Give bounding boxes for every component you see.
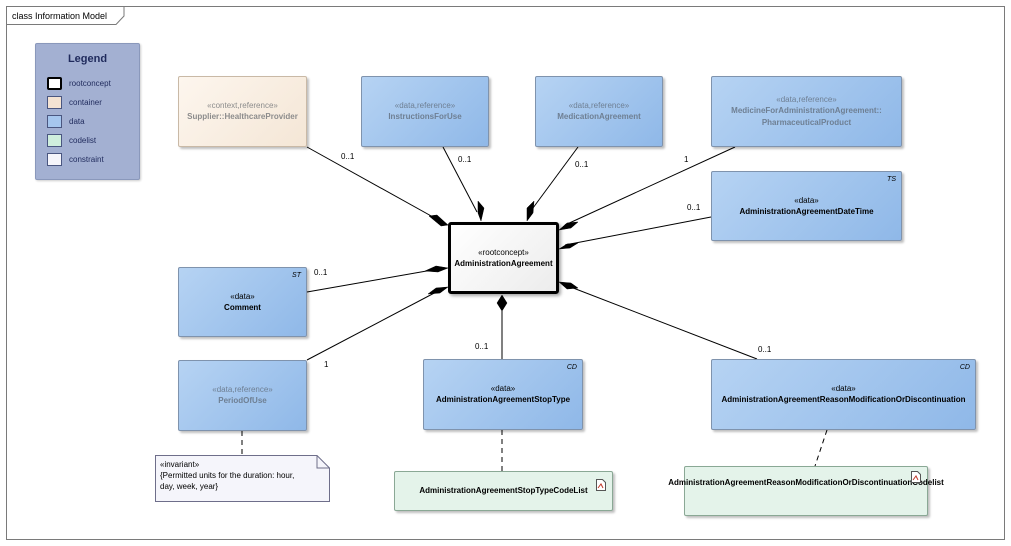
note-line: day, week, year}: [160, 482, 219, 491]
assoc-supplier: [306, 146, 443, 223]
legend-swatch-rootconcept: [47, 77, 62, 90]
class-name: AdministrationAgreementDateTime: [739, 206, 874, 216]
diamond-supplier: [428, 214, 449, 227]
class-name: AdministrationAgreementStopType: [435, 395, 571, 404]
class-stereotype: «data,reference»: [394, 101, 456, 110]
type-tag: TS: [887, 176, 896, 183]
class-name: Comment: [224, 302, 261, 312]
class-stereotype: «data,reference»: [212, 385, 273, 394]
note-shape: [155, 455, 330, 502]
assoc-reason: [567, 285, 758, 360]
class-name: Supplier::HealthcareProvider: [187, 112, 298, 121]
legend-swatch-container: [47, 96, 62, 109]
assoc-medication: [529, 146, 579, 213]
legend-swatch-constraint: [47, 153, 62, 166]
assoc-datetime: [564, 216, 712, 246]
note-line: {Permitted units for the duration: hour,: [160, 471, 295, 480]
multiplicity-reason: 0..1: [758, 345, 772, 354]
type-tag: CD: [566, 364, 577, 371]
class-administrationagreement-root[interactable]: «rootconcept» AdministrationAgreement: [448, 222, 559, 294]
class-medicationagreement[interactable]: «data,reference» MedicationAgreement: [535, 76, 663, 147]
assoc-instructions: [442, 146, 478, 213]
class-name: PeriodOfUse: [218, 396, 267, 405]
note-text: «invariant» {Permitted units for the dur…: [160, 459, 322, 492]
diamond-pharma: [558, 221, 579, 231]
class-name: MedicationAgreement: [557, 112, 641, 121]
invariant-note[interactable]: «invariant» {Permitted units for the dur…: [155, 455, 330, 502]
class-periodofuse[interactable]: «data,reference» PeriodOfUse: [178, 360, 307, 431]
class-administrationagreementstoptype[interactable]: CD «data» AdministrationAgreementStopTyp…: [423, 359, 583, 430]
multiplicity-instructions: 0..1: [458, 155, 472, 164]
codelist-reasoncodelist[interactable]: AdministrationAgreementReasonModificatio…: [668, 466, 944, 516]
codelist-stoptypecodelist[interactable]: AdministrationAgreementStopTypeCodeList: [394, 471, 613, 511]
dep-reason-codelist: [814, 429, 828, 467]
multiplicity-pharma: 1: [684, 155, 689, 164]
diamond-reason: [558, 281, 579, 290]
diamond-comment: [424, 265, 449, 273]
class-administrationagreementdatetime[interactable]: TS «data» AdministrationAgreementDateTim…: [711, 171, 902, 241]
legend-label-codelist: codelist: [69, 136, 97, 145]
class-comment[interactable]: ST «data» Comment: [178, 267, 307, 337]
multiplicity-datetime: 0..1: [687, 203, 701, 212]
class-instructionsforuse[interactable]: «data,reference» InstructionsForUse: [361, 76, 489, 147]
title-tab-shape: [6, 6, 125, 25]
assoc-pharma: [564, 146, 736, 226]
multiplicity-period: 1: [324, 360, 329, 369]
diamond-stoptype: [496, 294, 508, 312]
legend-label-data: data: [69, 117, 85, 126]
assoc-comment: [306, 268, 439, 293]
diamond-medication: [526, 200, 535, 222]
class-name-line1: MedicineForAdministrationAgreement::: [731, 106, 882, 115]
diagram-title: class Information Model: [12, 11, 108, 21]
class-stereotype: «data»: [490, 384, 516, 393]
class-stereotype: «data»: [794, 195, 819, 205]
class-name-line2: PharmaceuticalProduct: [761, 118, 852, 127]
multiplicity-stoptype: 0..1: [475, 342, 489, 351]
diamond-datetime: [558, 242, 579, 250]
class-stereotype: «context,reference»: [207, 101, 278, 110]
class-name: InstructionsForUse: [388, 112, 462, 121]
class-supplier-healthcareprovider[interactable]: «context,reference» Supplier::Healthcare…: [178, 76, 307, 147]
class-name: AdministrationAgreement: [454, 258, 553, 268]
multiplicity-comment: 0..1: [314, 268, 328, 277]
legend-swatch-codelist: [47, 134, 62, 147]
codelist-document-icon: [911, 471, 921, 483]
type-tag: CD: [959, 364, 970, 371]
class-stereotype: «data,reference»: [776, 95, 837, 104]
legend: Legend rootconcept container data codeli…: [35, 43, 140, 180]
class-stereotype: «data»: [230, 291, 255, 301]
class-pharmaceuticalproduct[interactable]: «data,reference» MedicineForAdministrati…: [711, 76, 902, 147]
diamond-period: [427, 286, 449, 295]
class-administrationagreementreason[interactable]: CD «data» AdministrationAgreementReasonM…: [711, 359, 976, 430]
note-stereotype: «invariant»: [160, 460, 200, 469]
assoc-period: [306, 289, 441, 361]
multiplicity-medication: 0..1: [575, 160, 589, 169]
diamond-instructions: [477, 200, 485, 222]
legend-label-constraint: constraint: [69, 155, 104, 164]
class-stereotype: «data,reference»: [568, 101, 630, 110]
class-stereotype: «rootconcept»: [478, 247, 529, 257]
codelist-name: AdministrationAgreementReasonModificatio…: [668, 478, 944, 487]
type-tag: ST: [292, 272, 301, 279]
class-name: AdministrationAgreementReasonModificatio…: [721, 395, 966, 404]
codelist-document-icon: [596, 479, 606, 491]
codelist-name: AdministrationAgreementStopTypeCodeList: [419, 486, 588, 495]
class-stereotype: «data»: [831, 384, 856, 393]
legend-label-container: container: [69, 98, 102, 107]
legend-title: Legend: [67, 53, 108, 65]
legend-swatch-data: [47, 115, 62, 128]
legend-label-rootconcept: rootconcept: [69, 79, 111, 88]
multiplicity-supplier: 0..1: [341, 152, 355, 161]
